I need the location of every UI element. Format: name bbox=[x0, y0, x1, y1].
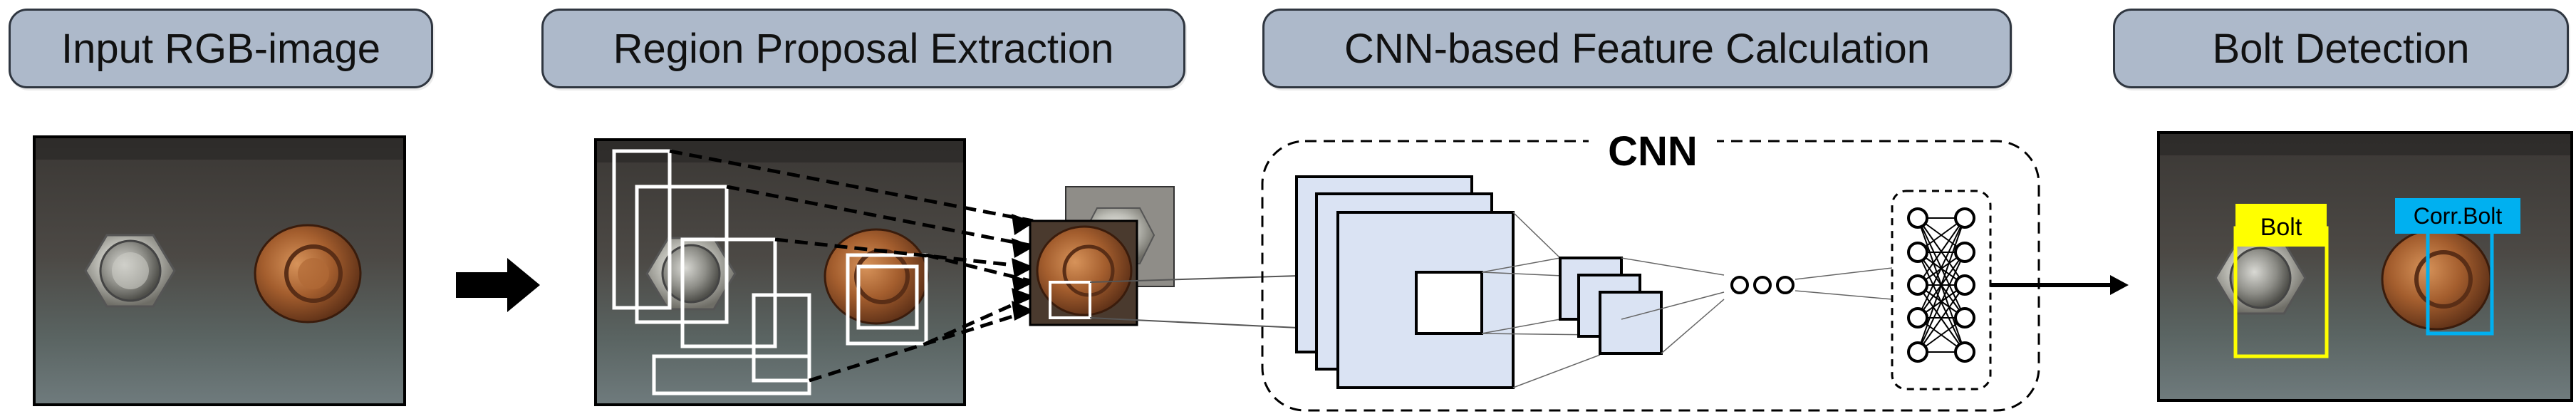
rusty-bolt-photo bbox=[254, 224, 362, 324]
warped-region-crops bbox=[1029, 186, 1175, 326]
silver-bolt-photo bbox=[84, 234, 176, 308]
detection-image: Bolt Corr.Bolt bbox=[2157, 131, 2573, 402]
proposal-image bbox=[594, 138, 1034, 406]
fc-neuron bbox=[1907, 242, 1928, 263]
fc-connection bbox=[1917, 217, 1965, 319]
bolt-detection-box bbox=[2233, 204, 2329, 358]
fully-connected-layer bbox=[1891, 190, 1992, 390]
cnn-block bbox=[1261, 128, 2040, 412]
feature-maps-small bbox=[1559, 257, 1663, 355]
fc-neuron bbox=[1907, 274, 1928, 296]
fc-connection bbox=[1917, 217, 1965, 286]
conv-kernel bbox=[1415, 271, 1483, 335]
stage-proposal-title: Region Proposal Extraction bbox=[541, 9, 1185, 88]
region-proposal-boxes bbox=[612, 149, 928, 395]
fc-neuron bbox=[1954, 274, 1975, 296]
bolt-label: Bolt bbox=[2260, 214, 2302, 241]
cnn-label: CNN bbox=[1608, 128, 1698, 175]
fc-neuron bbox=[1907, 207, 1928, 229]
stage-detection-title: Bolt Detection bbox=[2113, 9, 2569, 88]
corroded-bolt-detection-box bbox=[2395, 198, 2520, 336]
fc-neuron bbox=[1954, 341, 1975, 363]
stage-input-title: Input RGB-image bbox=[9, 9, 433, 88]
fc-neuron bbox=[1954, 307, 1975, 329]
fc-neuron bbox=[1954, 242, 1975, 263]
layer-ellipsis bbox=[1730, 276, 1795, 294]
fc-connection bbox=[1917, 284, 1965, 353]
input-image bbox=[33, 135, 406, 406]
fc-neuron bbox=[1907, 307, 1928, 329]
fc-neuron bbox=[1907, 341, 1928, 363]
stage-cnn-feature-title: CNN-based Feature Calculation bbox=[1262, 9, 2012, 88]
input-to-proposal-arrow bbox=[456, 258, 540, 312]
fc-connection bbox=[1917, 217, 1965, 353]
fc-neuron bbox=[1954, 207, 1975, 229]
corroded-bolt-label: Corr.Bolt bbox=[2414, 203, 2503, 229]
fc-connection bbox=[1917, 252, 1965, 353]
